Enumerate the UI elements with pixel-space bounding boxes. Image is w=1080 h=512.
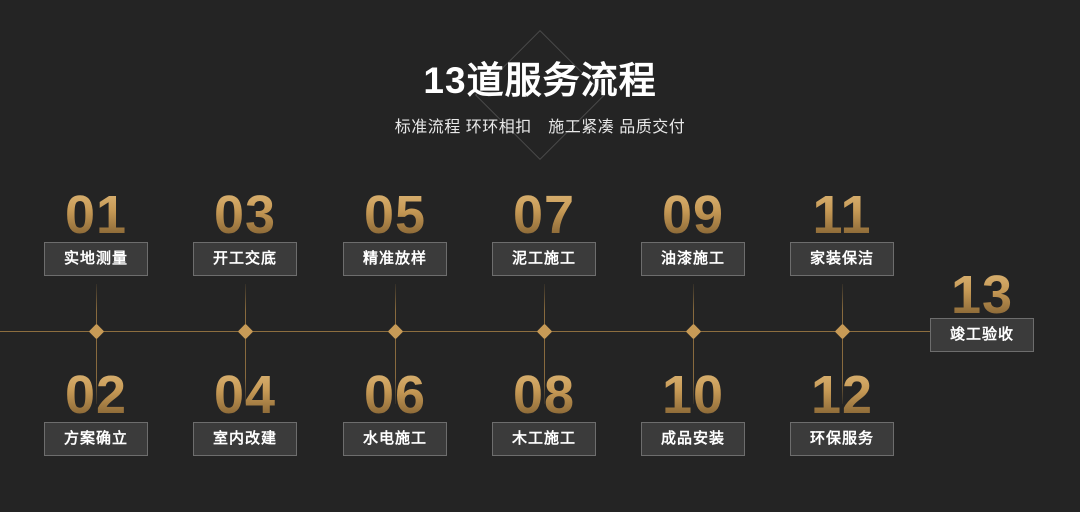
step-label[interactable]: 水电施工: [343, 422, 447, 456]
page-title: 13道服务流程: [423, 60, 657, 101]
step-number: 02: [64, 365, 128, 425]
step-number: 09: [661, 185, 725, 245]
node-connector-line: [96, 284, 97, 404]
timeline-marker-diamond-icon: [685, 323, 701, 339]
step-label[interactable]: 环保服务: [790, 422, 894, 456]
node-connector-line: [245, 284, 246, 404]
page-subtitle: 标准流程 环环相扣 施工紧凑 品质交付: [394, 119, 686, 136]
step-number: 06: [363, 365, 427, 425]
timeline-axis: [0, 331, 934, 332]
step-label[interactable]: 泥工施工: [492, 242, 596, 276]
step-number: 11: [812, 185, 872, 245]
node-connector-line: [544, 284, 545, 404]
step-label[interactable]: 成品安装: [641, 422, 745, 456]
step-label[interactable]: 油漆施工: [641, 242, 745, 276]
node-connector-line: [693, 284, 694, 404]
step-label-13[interactable]: 竣工验收: [930, 318, 1034, 352]
step-number: 10: [661, 365, 725, 425]
step-label[interactable]: 方案确立: [44, 422, 148, 456]
step-label[interactable]: 实地测量: [44, 242, 148, 276]
step-label[interactable]: 木工施工: [492, 422, 596, 456]
timeline-marker-diamond-icon: [88, 323, 104, 339]
step-number: 01: [64, 185, 128, 245]
step-number: 08: [512, 365, 576, 425]
step-label[interactable]: 精准放样: [343, 242, 447, 276]
timeline-marker-diamond-icon: [387, 323, 403, 339]
step-label[interactable]: 开工交底: [193, 242, 297, 276]
node-connector-line: [395, 284, 396, 404]
timeline-marker-diamond-icon: [237, 323, 253, 339]
step-number: 12: [810, 365, 874, 425]
node-connector-line: [842, 284, 843, 404]
timeline-marker-diamond-icon: [536, 323, 552, 339]
header: 13道服务流程 标准流程 环环相扣 施工紧凑 品质交付: [0, 0, 1080, 180]
step-number: 03: [213, 185, 277, 245]
step-number: 04: [213, 365, 277, 425]
step-number-13: 13: [950, 265, 1014, 325]
step-number: 05: [363, 185, 427, 245]
step-number: 07: [512, 185, 576, 245]
step-label[interactable]: 室内改建: [193, 422, 297, 456]
timeline-marker-diamond-icon: [834, 323, 850, 339]
step-label[interactable]: 家装保洁: [790, 242, 894, 276]
